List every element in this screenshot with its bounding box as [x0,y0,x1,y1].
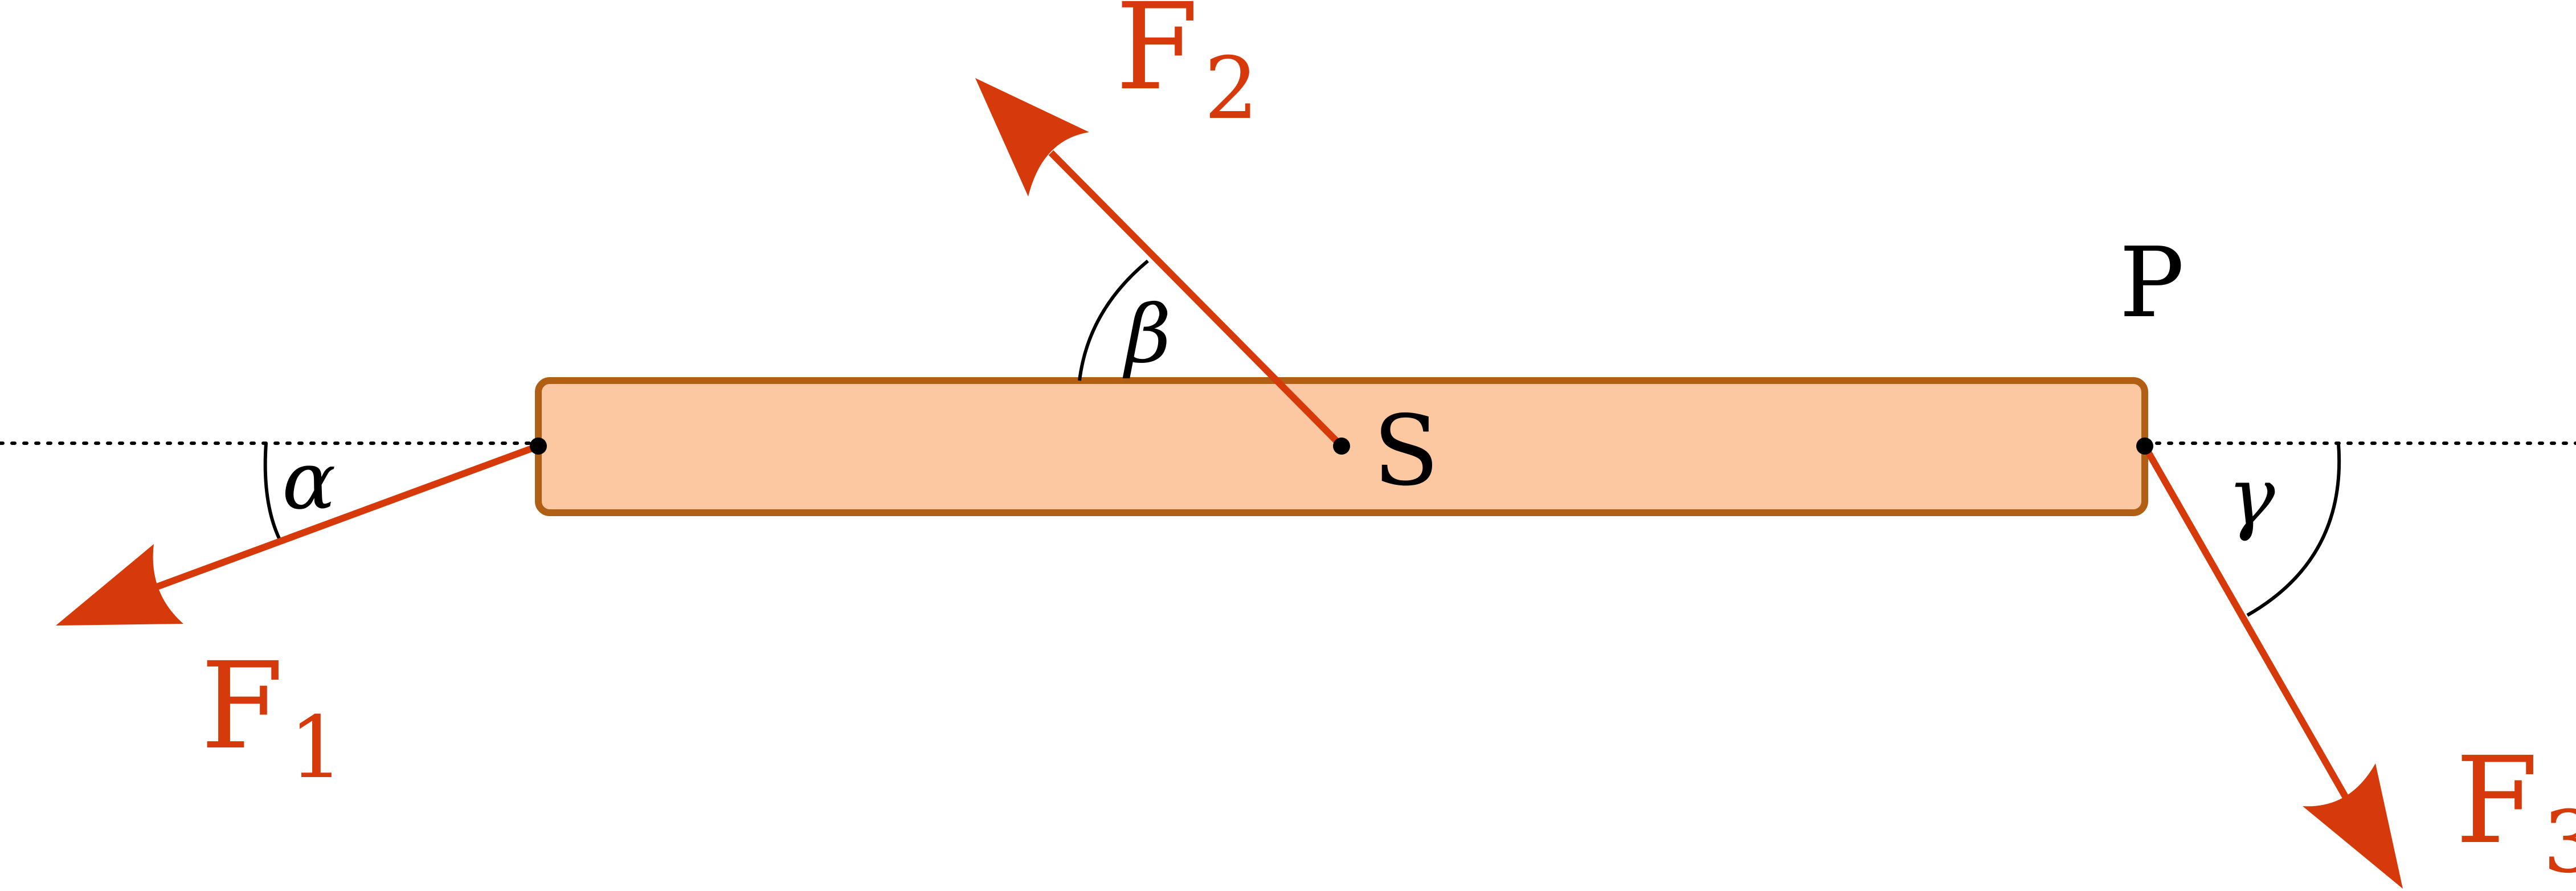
label-alpha: α [282,435,336,528]
point-left-end [530,438,547,455]
point-s [1333,438,1350,455]
force-arrow-f1-shaft [152,443,540,591]
label-f3-subscript: 3 [2543,793,2576,891]
label-f2-subscript: 2 [1204,39,1258,138]
force-arrow-f3-shaft [2141,444,2349,799]
label-gamma: γ [2227,451,2275,543]
force-arrow-f3-head [2303,763,2403,889]
angle-arc-alpha [263,443,281,539]
force-arrow-f1-head [56,544,183,626]
label-f2: F2 [1115,0,1258,138]
label-f1-subscript: 1 [289,698,344,798]
label-s: S [1373,395,1439,508]
force-arrow-f2-shaft [1048,150,1344,449]
point-p [2136,438,2153,455]
angle-arc-gamma [2246,443,2341,617]
label-p: P [2119,227,2184,340]
angle-arc-beta [1078,259,1149,381]
label-f1: F1 [201,636,344,798]
label-beta: β [1122,288,1171,381]
label-f3: F3 [2455,731,2576,891]
force-arrow-f2-head [975,78,1089,197]
